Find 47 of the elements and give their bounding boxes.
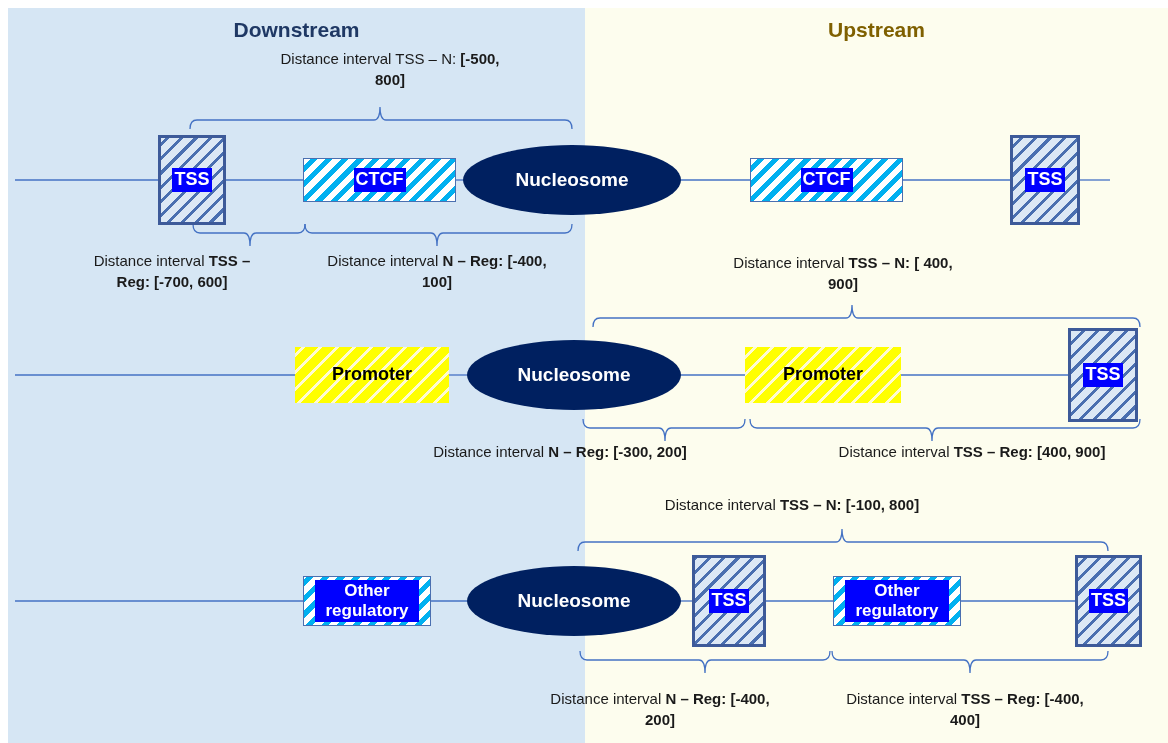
dna-strand-line: [14, 374, 296, 376]
distance-interval-label: Distance interval N – Reg: [-400, 200]: [549, 689, 771, 730]
element-label: TSS: [709, 589, 749, 613]
dna-strand-line: [765, 600, 834, 602]
panel-title: Upstream: [827, 18, 926, 42]
element-label: TSS: [1083, 363, 1123, 387]
dna-strand-line: [448, 374, 468, 376]
element-label: TSS: [1089, 589, 1128, 613]
regulatory-element-box: [303, 576, 431, 626]
distance-interval-label: Distance interval TSS – Reg: [400, 900]: [838, 442, 1106, 462]
element-label: TSS: [1025, 168, 1065, 192]
distance-interval-label: Distance interval TSS – Reg: [-700, 600]: [92, 251, 252, 292]
tss-box: [158, 135, 226, 225]
dna-strand-line: [225, 179, 304, 181]
dna-strand-line: [680, 179, 751, 181]
ctcf-box: [303, 158, 456, 202]
dna-strand-line: [680, 600, 693, 602]
regulatory-element-box: [833, 576, 961, 626]
dna-strand-line: [680, 374, 746, 376]
element-label: TSS: [172, 168, 212, 192]
dna-strand-line: [455, 179, 464, 181]
tss-box: [692, 555, 766, 647]
distance-interval-label: Distance interval TSS – N: [-500, 800]: [279, 49, 501, 90]
element-label: CTCF: [353, 168, 406, 192]
dna-strand-line: [430, 600, 468, 602]
dna-strand-line: [900, 374, 1069, 376]
distance-interval-label: Distance interval TSS – N: [-100, 800]: [664, 495, 920, 515]
distance-interval-label: Distance interval N – Reg: [-400, 100]: [326, 251, 548, 292]
distance-interval-label: Distance interval N – Reg: [-300, 200]: [433, 442, 687, 462]
element-label: CTCF: [800, 168, 853, 192]
dna-strand-line: [960, 600, 1076, 602]
distance-interval-label: Distance interval TSS – N: [ 400, 900]: [732, 253, 954, 294]
element-label: Nucleosome: [515, 168, 629, 192]
ctcf-box: [750, 158, 903, 202]
element-label: Other regulatory: [315, 579, 419, 623]
element-label: Nucleosome: [517, 589, 631, 613]
element-label: Other regulatory: [845, 579, 949, 623]
panel-title: Downstream: [232, 18, 361, 42]
distance-interval-label: Distance interval TSS – Reg: [-400, 400]: [845, 689, 1085, 730]
element-label: Nucleosome: [517, 363, 631, 387]
dna-strand-line: [902, 179, 1011, 181]
dna-strand-line: [14, 179, 159, 181]
tss-box: [1010, 135, 1080, 225]
tss-box: [1068, 328, 1138, 422]
tss-box: [1075, 555, 1142, 647]
dna-strand-line: [1079, 179, 1111, 181]
dna-strand-line: [14, 600, 304, 602]
